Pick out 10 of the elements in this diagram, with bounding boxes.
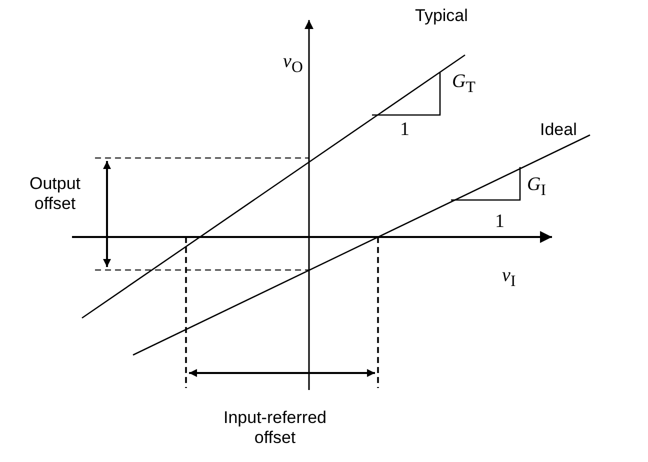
dimension-label: Input-referred offset [222,408,328,448]
axis-label: v$_{O}$ [283,52,303,78]
slope-label: 1 [495,212,504,232]
slope-label: G$_{T}$ [452,72,476,98]
curve-label: Typical [415,6,468,26]
curve-label: Ideal [540,120,577,140]
slope-label: 1 [400,120,410,140]
slope-label: G$_{I}$ [527,175,546,201]
axis-label: v$_{I}$ [502,266,516,292]
dimension-label: Output offset [28,174,82,214]
